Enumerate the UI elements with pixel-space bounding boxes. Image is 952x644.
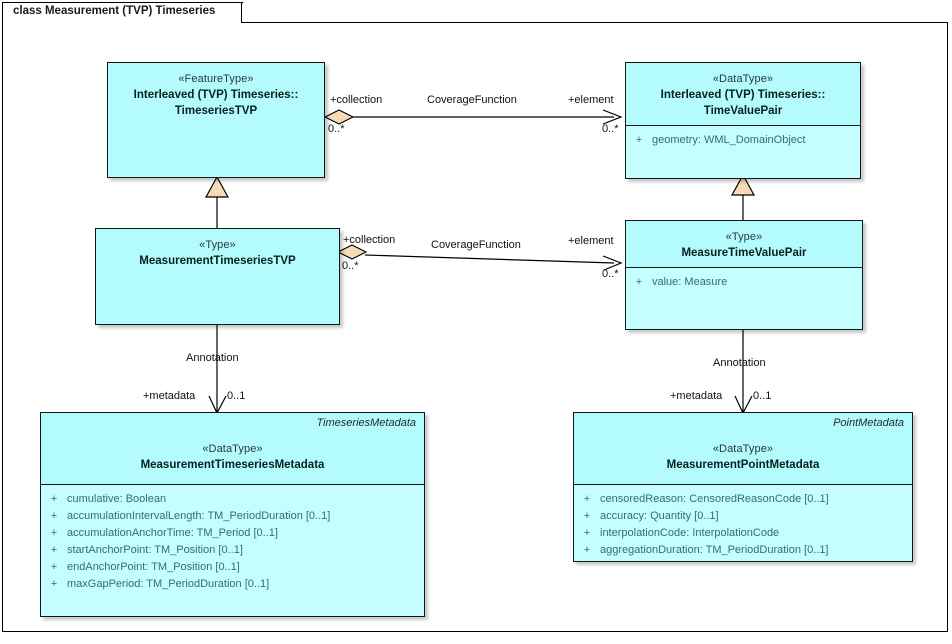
- attribute-signature: geometry: WML_DomainObject: [652, 134, 806, 146]
- class-name-line1: MeasurementTimeseriesMetadata: [140, 459, 325, 471]
- attribute-signature: maxGapPeriod: TM_PeriodDuration [0..1]: [67, 578, 270, 590]
- attribute-visibility: +: [583, 493, 591, 505]
- class-box-measure-time-value-pair[interactable]: «Type» MeasureTimeValuePair + value: Mea…: [625, 220, 863, 330]
- attribute-visibility: +: [635, 134, 643, 146]
- class-name-line1: MeasurementTimeseriesTVP: [139, 255, 296, 267]
- connector-target-role-coverage-mid: +element: [568, 235, 614, 247]
- class-box-measurement-timeseries-metadata[interactable]: TimeseriesMetadata «DataType» Measuremen…: [40, 412, 425, 617]
- class-attributes-measure-time-value-pair: + value: Measure: [626, 268, 862, 329]
- class-box-measurement-timeseries-tvp[interactable]: «Type» MeasurementTimeseriesTVP: [95, 228, 340, 325]
- class-attributes-measurement-point-metadata: + censoredReason: CensoredReasonCode [0.…: [574, 485, 912, 561]
- attribute-visibility: +: [50, 561, 58, 573]
- connector-target-role-annotation-right: +metadata: [670, 390, 723, 402]
- attribute-row: + maxGapPeriod: TM_PeriodDuration [0..1]: [41, 576, 424, 593]
- attribute-signature: accuracy: Quantity [0..1]: [600, 510, 719, 522]
- attribute-signature: censoredReason: CensoredReasonCode [0..1…: [600, 493, 829, 505]
- attribute-signature: aggregationDuration: TM_PeriodDuration […: [600, 544, 829, 556]
- class-header-measurement-point-metadata: PointMetadata «DataType» MeasurementPoin…: [574, 413, 912, 485]
- connector-target-mult-annotation-left: 0..1: [227, 390, 246, 402]
- attribute-signature: startAnchorPoint: TM_Position [0..1]: [67, 544, 243, 556]
- attribute-row: + cumulative: Boolean: [41, 491, 424, 508]
- class-stereotype: «FeatureType»: [178, 73, 254, 85]
- attribute-row: + aggregationDuration: TM_PeriodDuration…: [574, 542, 912, 559]
- connector-source-mult-coverage-mid: 0..*: [342, 260, 359, 272]
- class-stereotype: «DataType»: [712, 443, 774, 455]
- attribute-signature: endAnchorPoint: TM_Position [0..1]: [67, 561, 240, 573]
- class-name-line2: TimeseriesTVP: [174, 105, 258, 117]
- connector-target-mult-coverage-top: 0..*: [602, 123, 619, 135]
- attribute-signature: value: Measure: [652, 276, 728, 288]
- class-name-line1: Interleaved (TVP) Timeseries::: [660, 89, 826, 101]
- attribute-signature: interpolationCode: InterpolationCode: [600, 527, 780, 539]
- attribute-signature: accumulationAnchorTime: TM_Period [0..1]: [67, 527, 278, 539]
- class-stereotype: «DataType»: [712, 73, 774, 85]
- class-name-line1: Interleaved (TVP) Timeseries::: [133, 89, 299, 101]
- connector-name-coverage-mid: CoverageFunction: [431, 239, 521, 251]
- class-package-label: PointMetadata: [833, 417, 904, 429]
- class-header-measure-time-value-pair: «Type» MeasureTimeValuePair: [626, 221, 862, 268]
- class-box-measurement-point-metadata[interactable]: PointMetadata «DataType» MeasurementPoin…: [573, 412, 913, 562]
- attribute-visibility: +: [583, 544, 591, 556]
- class-stereotype: «Type»: [199, 239, 236, 251]
- attribute-signature: cumulative: Boolean: [67, 493, 167, 505]
- class-header-measurement-timeseries-tvp: «Type» MeasurementTimeseriesTVP: [96, 229, 339, 324]
- connector-target-role-annotation-left: +metadata: [143, 390, 196, 402]
- connector-target-mult-coverage-mid: 0..*: [602, 268, 619, 280]
- class-stereotype: «Type»: [725, 231, 763, 243]
- attribute-signature: accumulationIntervalLength: TM_PeriodDur…: [67, 510, 331, 522]
- diagram-title: class Measurement (TVP) Timeseries: [13, 5, 216, 17]
- connector-source-role-coverage-top: +collection: [330, 94, 383, 106]
- attribute-row: + geometry: WML_DomainObject: [626, 132, 860, 149]
- attribute-row: + value: Measure: [626, 274, 862, 291]
- attribute-row: + accuracy: Quantity [0..1]: [574, 508, 912, 525]
- class-box-timeseries-tvp[interactable]: «FeatureType» Interleaved (TVP) Timeseri…: [107, 62, 325, 178]
- class-attributes-measurement-timeseries-metadata: + cumulative: Boolean + accumulationInte…: [41, 485, 424, 616]
- class-stereotype: «DataType»: [202, 443, 263, 455]
- class-package-label: TimeseriesMetadata: [316, 417, 416, 429]
- connector-target-mult-annotation-right: 0..1: [753, 390, 772, 402]
- connector-name-annotation-left: Annotation: [186, 352, 239, 364]
- attribute-visibility: +: [50, 544, 58, 556]
- attribute-visibility: +: [583, 527, 591, 539]
- attribute-row: + accumulationIntervalLength: TM_PeriodD…: [41, 508, 424, 525]
- attribute-row: + interpolationCode: InterpolationCode: [574, 525, 912, 542]
- connector-target-role-coverage-top: +element: [568, 94, 614, 106]
- connector-name-coverage-top: CoverageFunction: [427, 94, 517, 106]
- attribute-row: + accumulationAnchorTime: TM_Period [0..…: [41, 525, 424, 542]
- class-name-line1: MeasureTimeValuePair: [681, 247, 807, 259]
- class-header-measurement-timeseries-metadata: TimeseriesMetadata «DataType» Measuremen…: [41, 413, 424, 485]
- class-attributes-time-value-pair: + geometry: WML_DomainObject: [626, 126, 860, 178]
- diagram-title-tab: class Measurement (TVP) Timeseries: [2, 2, 243, 23]
- attribute-visibility: +: [635, 276, 643, 288]
- class-header-timeseries-tvp: «FeatureType» Interleaved (TVP) Timeseri…: [108, 63, 324, 177]
- class-box-time-value-pair[interactable]: «DataType» Interleaved (TVP) Timeseries:…: [625, 62, 861, 179]
- attribute-row: + startAnchorPoint: TM_Position [0..1]: [41, 542, 424, 559]
- attribute-visibility: +: [50, 527, 58, 539]
- attribute-visibility: +: [50, 510, 58, 522]
- attribute-visibility: +: [50, 578, 58, 590]
- attribute-row: + endAnchorPoint: TM_Position [0..1]: [41, 559, 424, 576]
- connector-source-role-coverage-mid: +collection: [343, 234, 396, 246]
- attribute-row: + censoredReason: CensoredReasonCode [0.…: [574, 491, 912, 508]
- connector-source-mult-coverage-top: 0..*: [328, 123, 345, 135]
- attribute-visibility: +: [583, 510, 591, 522]
- class-name-line1: MeasurementPointMetadata: [666, 459, 820, 471]
- connector-name-annotation-right: Annotation: [713, 357, 766, 369]
- class-header-time-value-pair: «DataType» Interleaved (TVP) Timeseries:…: [626, 63, 860, 126]
- class-name-line2: TimeValuePair: [703, 105, 783, 117]
- attribute-visibility: +: [50, 493, 58, 505]
